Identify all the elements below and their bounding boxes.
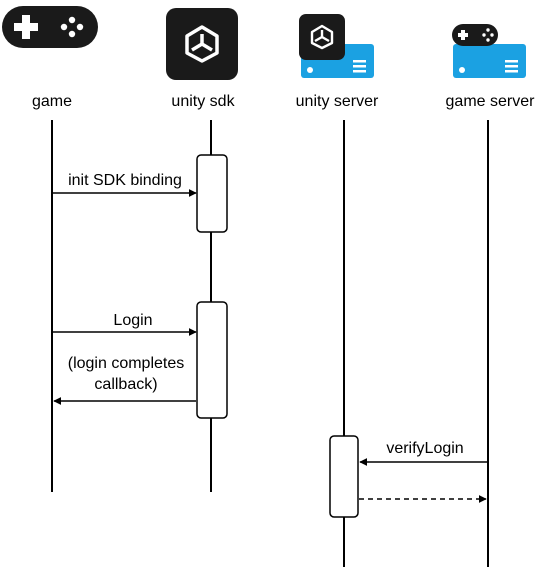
message-login-callback-line2: callback) — [94, 376, 157, 393]
message-init-sdk: init SDK binding — [68, 172, 182, 189]
activation-sdk-login — [196, 301, 228, 419]
activation-sdk-init — [196, 154, 228, 233]
game-server-icon — [452, 24, 526, 78]
activation-unity-server — [329, 435, 359, 518]
participant-game-server-label: game server — [446, 93, 536, 110]
participant-game-label: game — [32, 93, 72, 110]
gamepad-icon — [2, 6, 98, 48]
participant-unity-server-label: unity server — [296, 93, 379, 110]
unity-server-icon — [299, 14, 374, 78]
message-verify-login: verifyLogin — [386, 440, 463, 457]
unity-logo-icon — [166, 8, 238, 80]
message-login-callback-line1: (login completes — [68, 355, 185, 372]
message-login: Login — [113, 312, 152, 329]
participant-unity-sdk-label: unity sdk — [171, 93, 235, 110]
